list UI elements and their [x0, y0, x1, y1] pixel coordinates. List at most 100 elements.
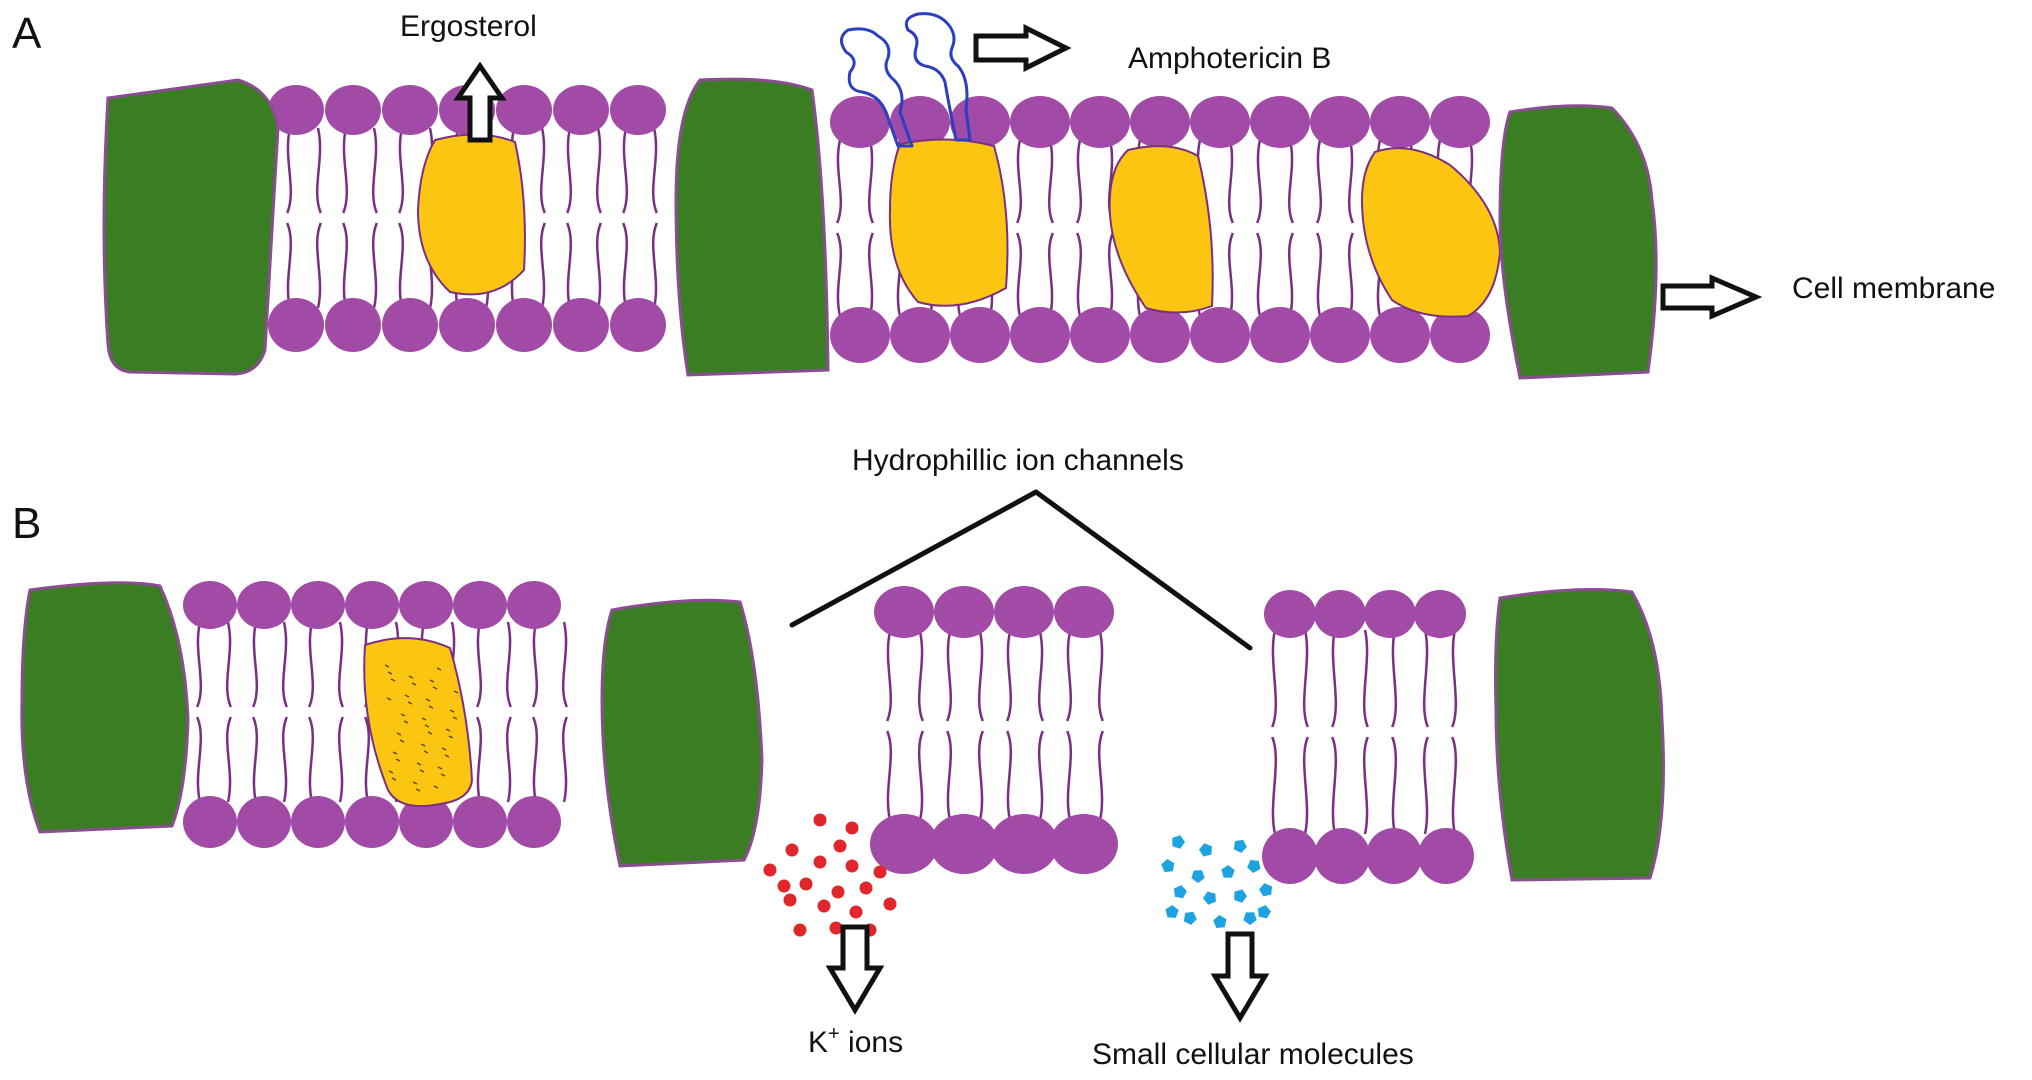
lipid-tail [532, 716, 539, 803]
lipid-head [1430, 307, 1490, 363]
lipid-tail [539, 222, 546, 309]
lipid-tail [532, 621, 539, 708]
lipid-tail [1271, 629, 1278, 728]
lipid-head [439, 298, 495, 352]
k-ion [873, 865, 887, 879]
lipid-tail [1097, 631, 1104, 722]
lipid-head [183, 581, 237, 629]
lipid-tail [867, 139, 874, 224]
panel-a-amphotericin-b [840, 12, 972, 148]
lipid-tail [1076, 139, 1083, 224]
lipid-tail [196, 716, 203, 803]
lipid-tail [1347, 232, 1354, 317]
ergosterol-fleck [403, 720, 409, 724]
panel-a-membrane-proteins [102, 77, 1658, 380]
lipid-head [268, 298, 324, 352]
small-molecule [1213, 915, 1227, 928]
k-ion [763, 863, 777, 877]
lipid-tail [252, 621, 259, 708]
small-molecule [1221, 865, 1235, 878]
ergosterol-fleck [421, 717, 427, 721]
k-ion [799, 877, 813, 891]
ergosterol-fleck [420, 743, 426, 747]
lipid-tail [252, 716, 259, 803]
lipid-head [934, 586, 994, 638]
lipid-head [1264, 590, 1316, 638]
lipid-head [994, 586, 1054, 638]
lipid-tail [1076, 232, 1083, 317]
k-ion [845, 859, 859, 873]
small-molecule [1199, 843, 1212, 857]
ergosterol-molecule [363, 637, 474, 808]
ergosterol-fleck [449, 709, 455, 713]
lipid-tail [1287, 139, 1294, 224]
k-ion [883, 897, 897, 911]
lipid-head [1250, 96, 1310, 148]
small-molecules-arrow-down [1210, 931, 1270, 1023]
lipid-tail [1256, 139, 1263, 224]
ergosterol-molecule [416, 133, 526, 296]
small-molecule [1183, 911, 1197, 925]
ergosterol-fleck [440, 773, 446, 777]
small-molecule [1203, 891, 1216, 905]
lipid-head [830, 307, 890, 363]
k-ion-cluster [763, 813, 897, 937]
ergosterol-fleck [427, 731, 433, 735]
lipid-tail [1016, 232, 1023, 317]
lipid-tail [1391, 629, 1398, 728]
small-molecule [1259, 883, 1272, 897]
lipid-tail [281, 621, 288, 708]
lipid-tail [315, 222, 322, 309]
lipid-head [382, 85, 438, 135]
lipid-tail [398, 127, 405, 214]
lipid-tail [286, 222, 293, 309]
ergosterol-fleck [384, 664, 390, 668]
ergosterol-molecule [1108, 145, 1214, 314]
lipid-head [453, 581, 507, 629]
membrane-protein [20, 581, 190, 834]
small-molecule [1234, 889, 1247, 903]
ergosterol-fleck [428, 705, 434, 709]
lipid-tail [225, 716, 232, 803]
ergosterol-arrow-up [453, 61, 507, 143]
panel-a: A Ergosterol Amphotericin B [12, 9, 1995, 380]
lipid-tail [539, 127, 546, 214]
lipid-tail [398, 222, 405, 309]
lipid-head [268, 85, 324, 135]
ergosterol-fleck [392, 751, 398, 755]
lipid-tail [505, 716, 512, 803]
membrane-protein [1494, 588, 1665, 882]
ergosterol-fleck [415, 788, 421, 792]
lipid-tail [1006, 631, 1013, 722]
lipid-head [507, 796, 561, 848]
membrane-protein [600, 598, 764, 868]
lipid-head [1314, 828, 1370, 884]
lipid-head [382, 298, 438, 352]
lipid-head [930, 814, 998, 874]
lipid-tail [836, 139, 843, 224]
small-molecule [1173, 885, 1187, 899]
lipid-tail [196, 621, 203, 708]
k-ions-label-rest: ions [840, 1026, 903, 1059]
lipid-head [1010, 307, 1070, 363]
lipid-tail [364, 716, 371, 803]
lipid-head [1130, 307, 1190, 363]
lipid-tail [1362, 736, 1369, 835]
lipid-tail [651, 222, 658, 309]
lipid-tail [1271, 736, 1278, 835]
hydrophilic-channels-label: Hydrophillic ion channels [852, 444, 1184, 477]
lipid-tail [371, 127, 378, 214]
amphotericin-b-molecule [840, 27, 914, 148]
lipid-head [1370, 96, 1430, 148]
lipid-tail [308, 621, 315, 708]
lipid-head [291, 581, 345, 629]
lipid-tail [315, 127, 322, 214]
lipid-tail [225, 621, 232, 708]
ergosterol-fleck [448, 735, 454, 739]
small-molecule [1257, 905, 1271, 919]
small-molecule [1191, 870, 1205, 883]
ergosterol-texture [384, 664, 459, 792]
lipid-head [1070, 307, 1130, 363]
lipid-tail [595, 127, 602, 214]
channel-bracket [789, 489, 1253, 651]
